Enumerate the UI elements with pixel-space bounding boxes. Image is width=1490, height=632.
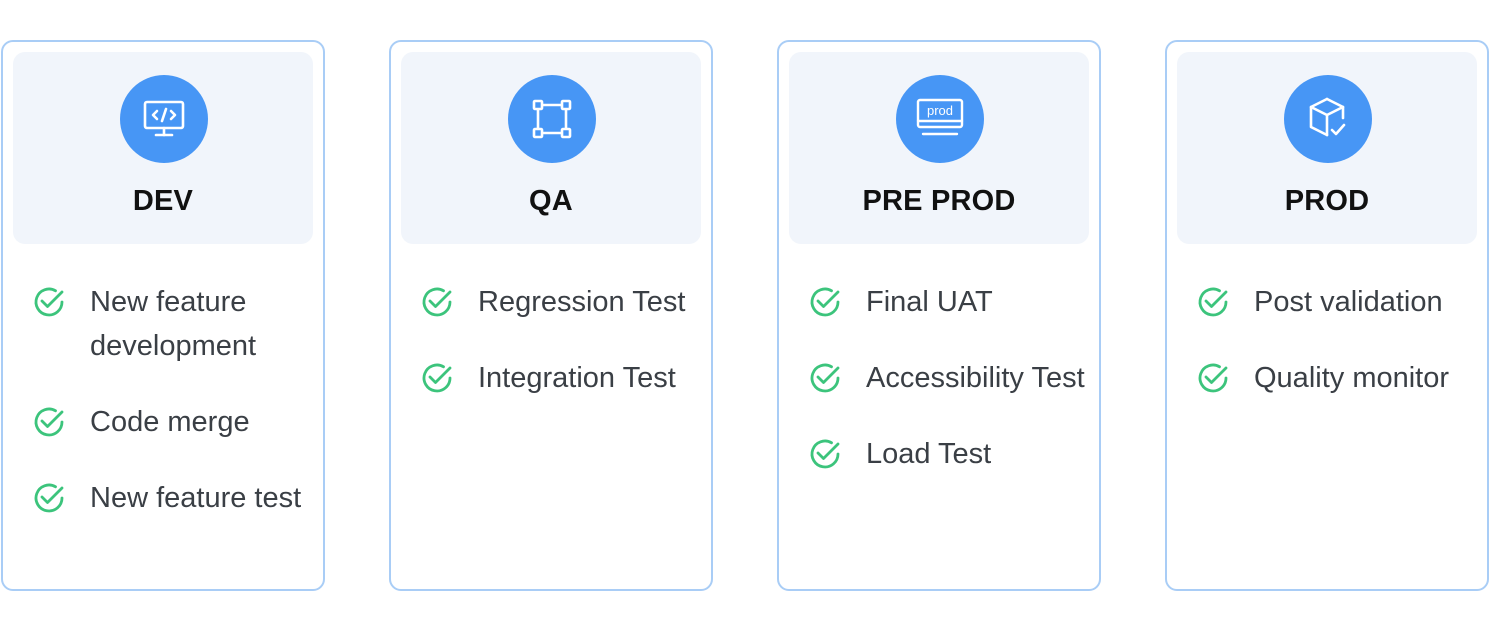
task-label: Regression Test bbox=[478, 286, 686, 318]
stage-header: QA bbox=[401, 52, 701, 244]
icon-badge: prod bbox=[896, 75, 984, 163]
task-label: New feature development bbox=[90, 286, 257, 362]
task-list: Regression Test Integration Test bbox=[419, 280, 701, 432]
task-item: Quality monitor bbox=[1195, 356, 1477, 400]
task-list: Post validation Quality monitor bbox=[1195, 280, 1477, 432]
check-circle-icon bbox=[1198, 287, 1228, 317]
prod-monitor-icon: prod bbox=[916, 98, 964, 136]
icon-badge bbox=[120, 75, 208, 163]
task-label: Post validation bbox=[1254, 286, 1443, 318]
check-circle-icon bbox=[422, 363, 452, 393]
check-circle-icon bbox=[34, 407, 64, 437]
task-item: Accessibility Test bbox=[807, 356, 1089, 400]
package-check-icon bbox=[1309, 97, 1346, 137]
stage-card-qa: QA Regression Test Integration Test bbox=[389, 40, 713, 591]
icon-badge bbox=[1284, 75, 1372, 163]
task-item: New feature development bbox=[31, 280, 313, 368]
check-circle-icon bbox=[810, 363, 840, 393]
task-item: Integration Test bbox=[419, 356, 701, 400]
task-label: Code merge bbox=[90, 406, 250, 438]
icon-badge bbox=[508, 75, 596, 163]
stage-card-prod: PROD Post validation Quality monitor bbox=[1165, 40, 1489, 591]
task-item: New feature test bbox=[31, 476, 313, 520]
task-label: Quality monitor bbox=[1254, 362, 1450, 394]
task-item: Post validation bbox=[1195, 280, 1477, 324]
task-item: Load Test bbox=[807, 432, 1089, 476]
task-label: Final UAT bbox=[866, 286, 993, 318]
stage-title: PROD bbox=[1284, 185, 1370, 217]
stage-card-pre-prod: prod PRE PROD Final UAT Accessibility Te… bbox=[777, 40, 1101, 591]
stage-header: prod PRE PROD bbox=[789, 52, 1089, 244]
check-circle-icon bbox=[810, 439, 840, 469]
check-circle-icon bbox=[34, 287, 64, 317]
code-monitor-icon bbox=[143, 100, 185, 137]
check-circle-icon bbox=[810, 287, 840, 317]
task-item: Code merge bbox=[31, 400, 313, 444]
check-circle-icon bbox=[1198, 363, 1228, 393]
bounding-box-icon bbox=[532, 99, 572, 139]
task-list: New feature development Code merge New f… bbox=[31, 280, 313, 552]
task-label: Accessibility Test bbox=[866, 362, 1085, 394]
task-item: Regression Test bbox=[419, 280, 701, 324]
stage-title: PRE PROD bbox=[862, 185, 1016, 217]
task-label: Load Test bbox=[866, 438, 992, 470]
stage-card-dev: DEV New feature development Code merge N… bbox=[1, 40, 325, 591]
stage-title: DEV bbox=[132, 185, 194, 217]
check-circle-icon bbox=[34, 483, 64, 513]
task-list: Final UAT Accessibility Test Load Test bbox=[807, 280, 1089, 508]
task-label: New feature test bbox=[90, 482, 302, 514]
stage-title: QA bbox=[529, 185, 573, 217]
task-item: Final UAT bbox=[807, 280, 1089, 324]
check-circle-icon bbox=[422, 287, 452, 317]
prod-label: prod bbox=[927, 103, 953, 118]
task-label: Integration Test bbox=[478, 362, 676, 394]
stage-header: DEV bbox=[13, 52, 313, 244]
stage-header: PROD bbox=[1177, 52, 1477, 244]
